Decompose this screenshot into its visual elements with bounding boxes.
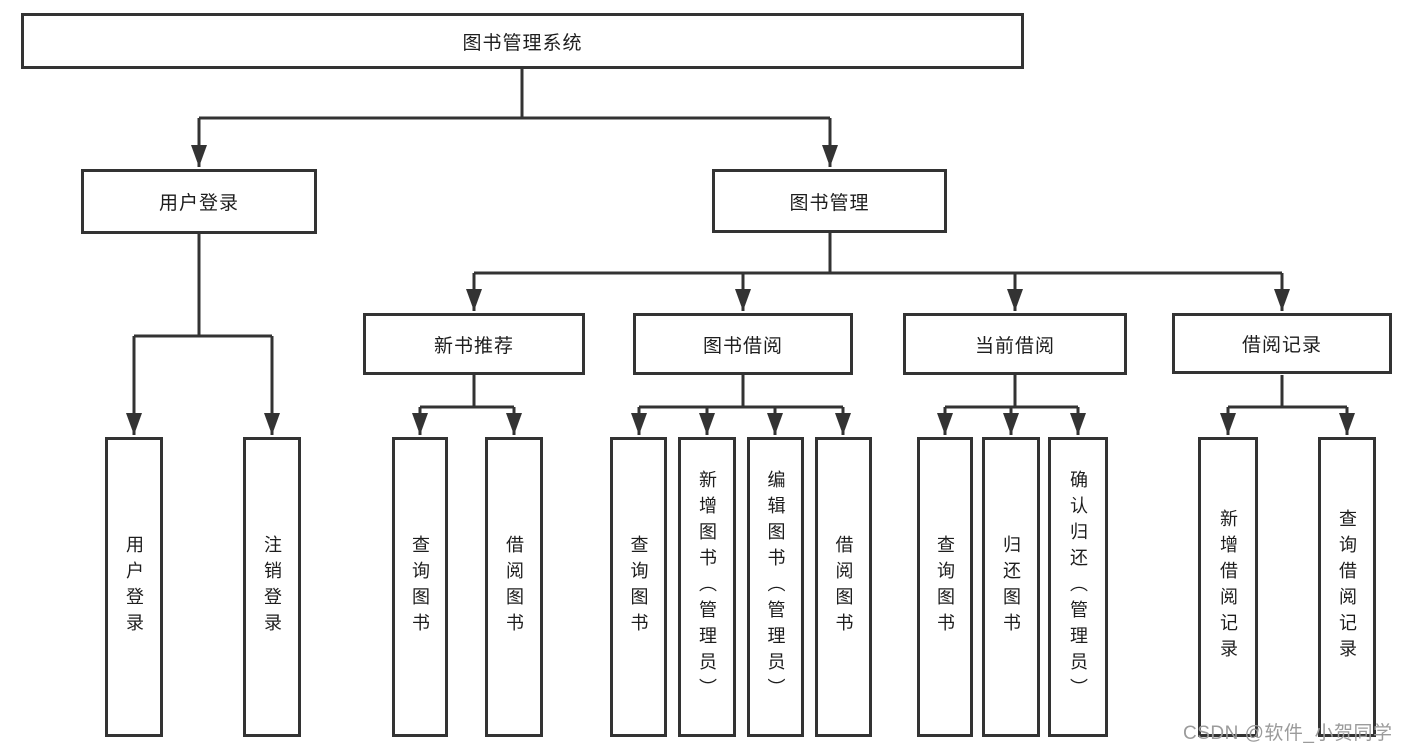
branch-user-login [126,234,280,435]
leaf-logout-label: 注销登录 [262,535,282,639]
node-current-borrow: 当前借阅 [903,313,1127,375]
leaf-br-query-record-label: 查询借阅记录 [1337,509,1357,665]
leaf-br-query-record: 查询借阅记录 [1318,437,1376,737]
leaf-nb-query-books-label: 查询图书 [410,535,430,639]
leaf-bb-add-books: 新增图书（管理员） [678,437,736,737]
branch-new-books [412,375,522,435]
leaf-bb-borrow-books-label: 借阅图书 [833,535,854,639]
leaf-bb-add-books-label: 新增图书（管理员） [697,470,717,704]
leaf-bb-query-books: 查询图书 [610,437,667,737]
node-book-borrow: 图书借阅 [633,313,853,375]
csdn-watermark: CSDN @软件_小贺同学 [1183,723,1393,744]
leaf-bb-query-books-label: 查询图书 [628,535,649,639]
node-new-book-recommend: 新书推荐 [363,313,585,375]
leaf-nb-query-books: 查询图书 [392,437,448,737]
leaf-user-login-label: 用户登录 [124,535,144,639]
node-library-system: 图书管理系统 [21,13,1024,69]
node-book-management: 图书管理 [712,169,947,233]
leaf-cb-return-books-label: 归还图书 [1001,535,1021,639]
node-user-login: 用户登录 [81,169,317,234]
branch-book-borrow [631,375,851,435]
leaf-br-add-record: 新增借阅记录 [1198,437,1258,737]
leaf-cb-return-books: 归还图书 [982,437,1040,737]
branch-current-borrow [937,375,1086,435]
leaf-nb-borrow-books: 借阅图书 [485,437,543,737]
branch-book-management [466,233,1290,311]
leaf-cb-confirm-return: 确认归还（管理员） [1048,437,1108,737]
leaf-bb-edit-books: 编辑图书（管理员） [747,437,804,737]
leaf-bb-edit-books-label: 编辑图书（管理员） [765,470,786,704]
branch-root [191,68,838,167]
leaf-cb-confirm-return-label: 确认归还（管理员） [1068,470,1088,704]
leaf-user-login: 用户登录 [105,437,163,737]
branch-borrow-records [1220,375,1355,435]
leaf-logout: 注销登录 [243,437,301,737]
leaf-cb-query-books: 查询图书 [917,437,973,737]
node-borrow-records: 借阅记录 [1172,313,1392,374]
leaf-br-add-record-label: 新增借阅记录 [1218,509,1238,665]
leaf-bb-borrow-books: 借阅图书 [815,437,872,737]
leaf-nb-borrow-books-label: 借阅图书 [504,535,524,639]
leaf-cb-query-books-label: 查询图书 [935,535,955,639]
